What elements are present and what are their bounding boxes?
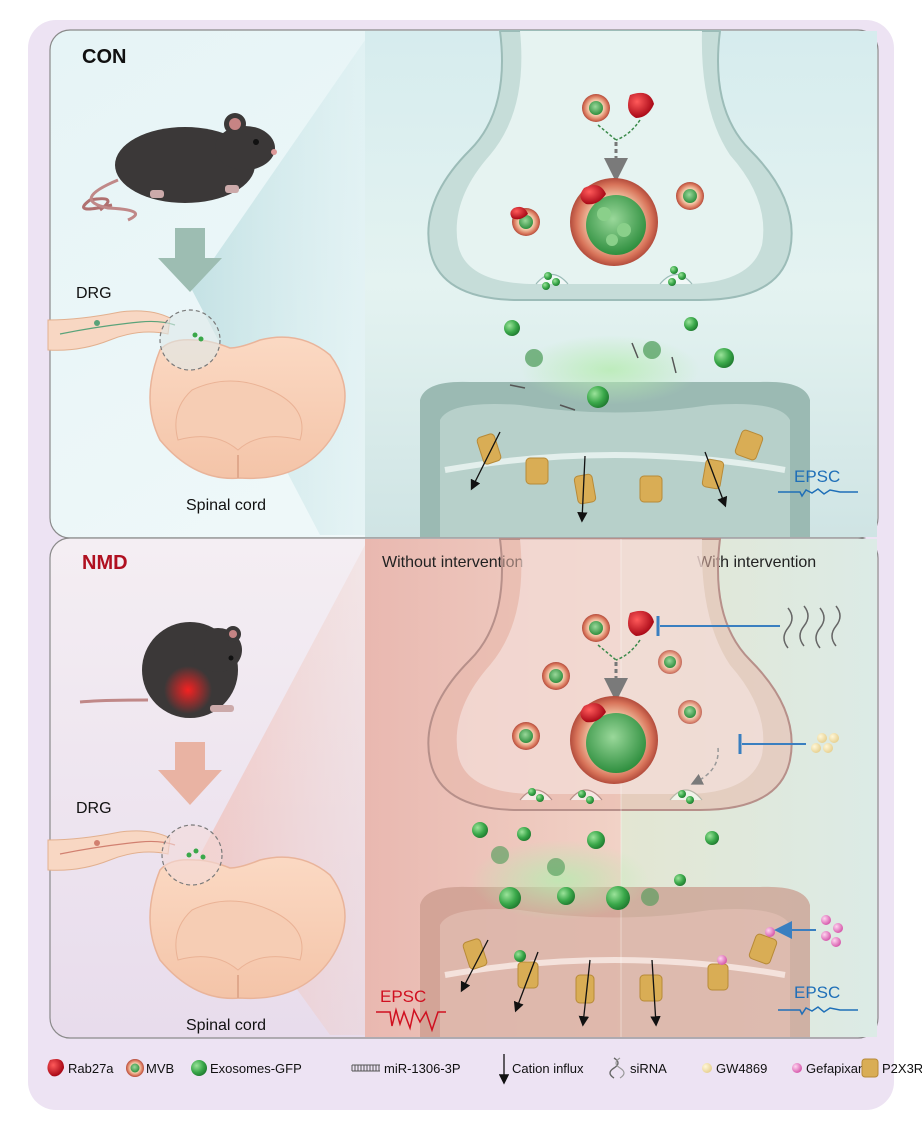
legend-item-gw4869: GW4869 (702, 1061, 767, 1076)
cleft-haze (520, 335, 700, 405)
gefapixant-icon (792, 1063, 802, 1073)
epsc-trace-without (376, 1007, 446, 1033)
legend-item-gefapixant: Gefapixant (792, 1061, 869, 1076)
legend-item-sirna: siRNA (609, 1057, 667, 1079)
drg-nerve-nmd (47, 830, 176, 871)
postsynaptic-terminal-nmd (420, 886, 810, 1037)
legend: Rab27a MVB Exosomes-GFP miR-1306-3P Cation i… (47, 1054, 922, 1085)
mvb-large (570, 178, 658, 266)
mirna-strands (509, 342, 677, 411)
exosome-icon (191, 1060, 207, 1076)
rab27a-icon (628, 92, 654, 118)
epsc-trace-con (778, 488, 858, 498)
sirna-icon (783, 605, 841, 649)
legend-item-cation-arrow: Cation influx (498, 1054, 584, 1085)
legend-label: Rab27a (68, 1061, 114, 1076)
con-panel: CON DRG Spinal (47, 29, 879, 539)
mvb-small (582, 94, 610, 122)
panel-label-nmd: NMD (82, 552, 128, 574)
legend-label: siRNA (630, 1061, 667, 1076)
legend-label: P2X3R (882, 1061, 922, 1076)
spinal-label-nmd: Spinal cord (186, 1017, 266, 1034)
legend-label: miR-1306-3P (384, 1061, 461, 1076)
nmd-panel: NMD Without intervention With interventi… (47, 537, 879, 1039)
legend-item-p2x3r: P2X3R (861, 1058, 922, 1078)
mouse-illustration (82, 113, 277, 222)
legend-item-rab27a: Rab27a (47, 1059, 114, 1077)
spinal-label-con: Spinal cord (186, 497, 266, 514)
spinal-cord (149, 336, 346, 480)
mvb-side (510, 182, 704, 236)
gefapixant-icon (821, 915, 843, 947)
legend-label: GW4869 (716, 1061, 767, 1076)
without-intervention-label: Without intervention (382, 554, 523, 571)
legend-item-mvb: MVB (126, 1059, 174, 1077)
down-arrow (158, 228, 222, 292)
drg-zoom-circle-nmd (161, 824, 223, 886)
sirna-icon (609, 1057, 625, 1079)
epsc-label-con: EPSC (794, 467, 840, 486)
gw4869-icon (811, 733, 839, 753)
with-intervention-label: With intervention (697, 554, 816, 571)
mouse-illustration-nmd (79, 622, 242, 718)
exosome-icon (504, 317, 734, 408)
epsc-label-without: EPSC (380, 987, 426, 1006)
mirna-icon (351, 1064, 380, 1072)
drg-label-con: DRG (76, 285, 112, 302)
legend-label: Exosomes-GFP (210, 1061, 302, 1076)
legend-label: Gefapixant (806, 1061, 869, 1076)
legend-item-mirna: miR-1306-3P (351, 1061, 461, 1076)
drg-label-nmd: DRG (76, 800, 112, 817)
legend-label: Cation influx (512, 1061, 584, 1076)
legend-item-exosome: Exosomes-GFP (191, 1060, 302, 1076)
p2x3r-receptors (476, 429, 764, 505)
gw4869-icon (702, 1063, 712, 1073)
cation-arrows (470, 431, 728, 523)
legend-label: MVB (146, 1061, 174, 1076)
rab27a-icon (47, 1059, 64, 1077)
p2x3r-icon (861, 1058, 879, 1078)
epsc-label-with: EPSC (794, 983, 840, 1002)
down-arrow-nmd (158, 742, 222, 805)
epsc-trace-with (778, 1006, 858, 1016)
panel-label-con: CON (82, 46, 126, 68)
mvb-icon (126, 1059, 144, 1077)
postsynaptic-terminal (420, 381, 810, 537)
drg-zoom-circle (159, 309, 221, 371)
